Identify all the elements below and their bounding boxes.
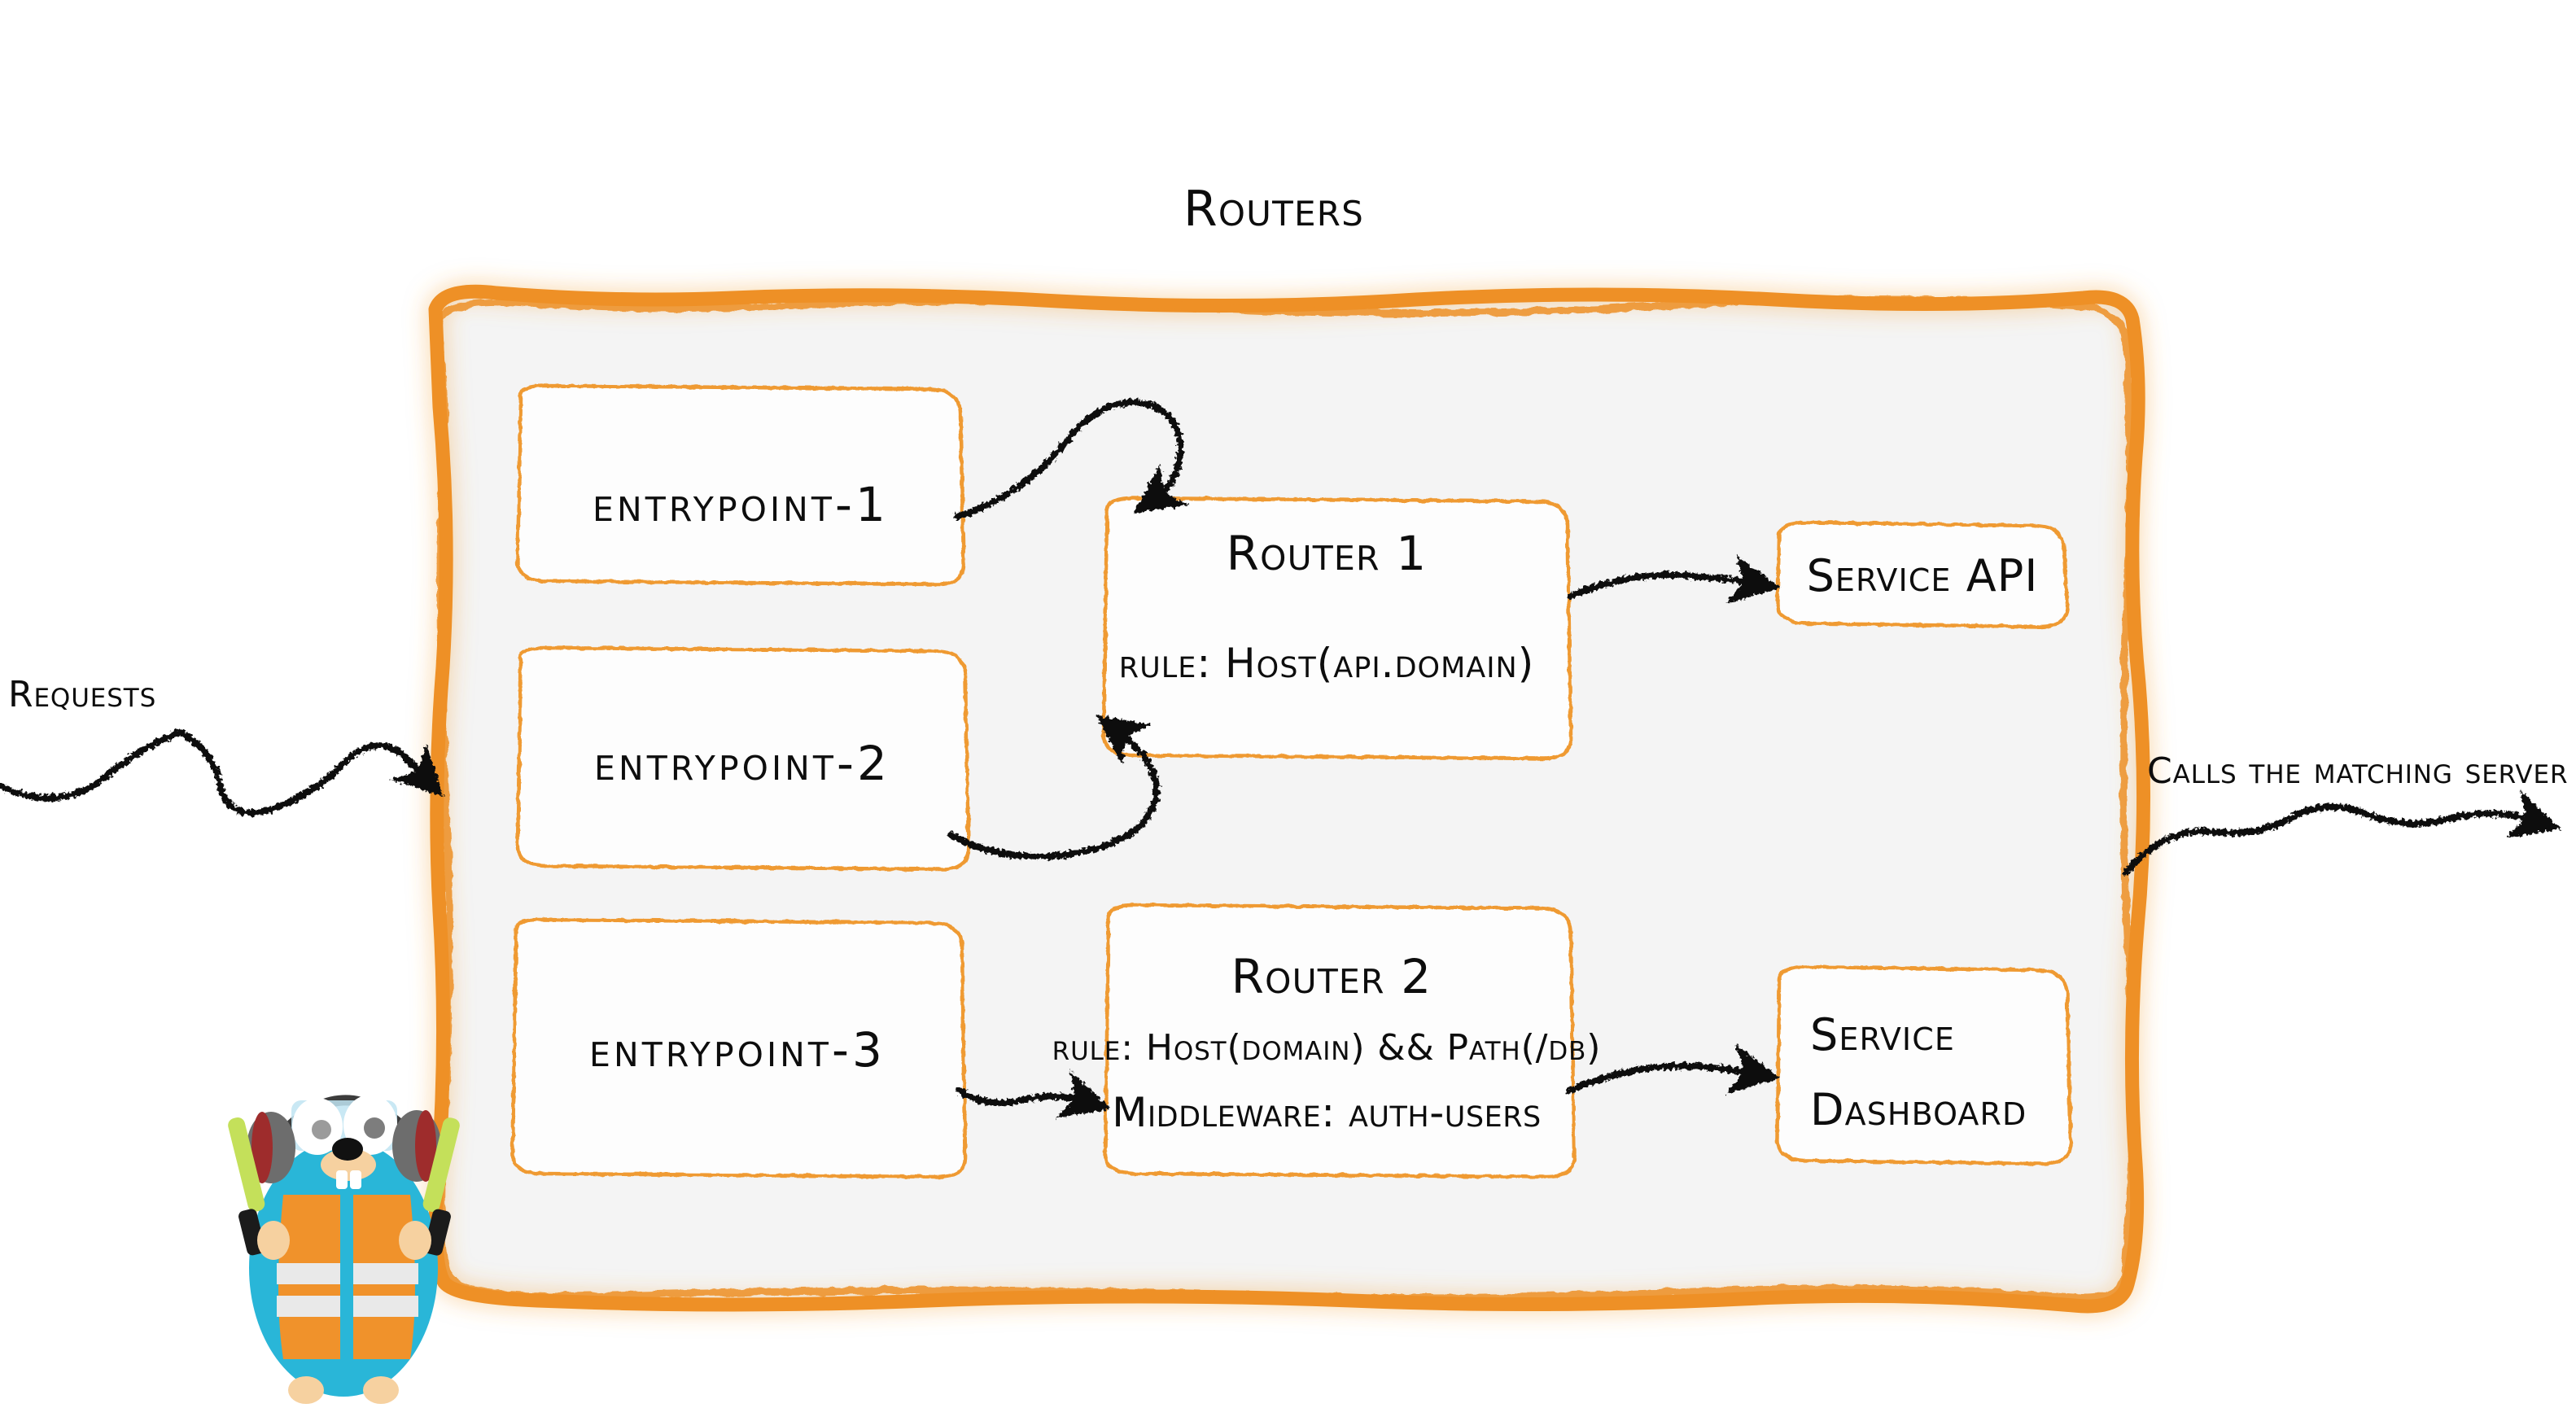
entrypoint-box-3-label: entrypoint-3 [589, 1022, 886, 1078]
service-box-api[interactable]: Service API [1775, 520, 2070, 629]
router1-to-service-api-arrow [1568, 554, 1781, 604]
gopher-foot-left [288, 1376, 324, 1404]
entrypoint-box-2-shape [515, 645, 971, 872]
calls-matching-server-label: Calls the matching server [2147, 750, 2568, 792]
router-box-1-title: Router 1 [1227, 526, 1428, 581]
gopher-snout [321, 1148, 376, 1181]
service-box-api-shape [1775, 520, 2070, 629]
entrypoint-box-3-shape [510, 917, 968, 1179]
gopher-tooth-left [336, 1170, 348, 1189]
gopher-pupil-left [312, 1120, 331, 1139]
traefik-wordmark-suffix: fik [443, 1406, 592, 1408]
router-box-2-shape [1103, 903, 1577, 1179]
router-box-2-rule: rule: Host(domain) && Path(/db) [1052, 1027, 1602, 1069]
router-box-2[interactable]: Router 2 rule: Host(domain) && Path(/db)… [1052, 903, 1602, 1179]
router-box-1[interactable]: Router 1 rule: Host(api.domain) [1101, 496, 1573, 761]
traefik-wordmark-prefix: tr [233, 1406, 334, 1408]
gopher-nose-icon [332, 1138, 363, 1161]
entrypoint-box-2-label: entrypoint-2 [594, 736, 890, 791]
service-box-dashboard-label-2: Dashboard [1810, 1084, 2027, 1135]
gopher-pupil-right [364, 1117, 385, 1139]
entrypoint2-to-router1-arrow [947, 715, 1160, 860]
routers-container-border-sketch [435, 295, 2136, 1302]
traefik-wordmark: træfik [233, 1406, 592, 1408]
entrypoint-box-2[interactable]: entrypoint-2 [515, 645, 971, 872]
router-box-1-rule: rule: Host(api.domain) [1119, 640, 1534, 687]
router-box-2-title: Router 2 [1231, 949, 1432, 1004]
entrypoint-box-3[interactable]: entrypoint-3 [510, 917, 968, 1179]
entrypoint1-to-router1-arrow [953, 399, 1189, 520]
requests-inbound-arrow [0, 728, 444, 816]
gopher-vest-gap [340, 1195, 353, 1359]
gopher-tooth-right [350, 1170, 361, 1189]
service-box-dashboard[interactable]: Service Dashboard [1775, 964, 2073, 1166]
gopher-hand-left [257, 1221, 290, 1260]
router2-to-service-dashboard-arrow [1566, 1044, 1781, 1094]
entrypoint-box-1-shape [515, 383, 966, 587]
gopher-foot-right [363, 1376, 399, 1404]
routers-container-border [428, 284, 2151, 1314]
entrypoint3-to-router2-arrow [956, 1070, 1111, 1119]
service-box-dashboard-label-1: Service [1810, 1009, 1955, 1060]
service-box-dashboard-shape [1775, 964, 2073, 1166]
router-box-2-middleware: Middleware: auth-users [1112, 1089, 1542, 1136]
traefik-gopher-logo: træfik [228, 1095, 592, 1408]
gopher-hand-right [399, 1221, 431, 1260]
entrypoint-box-1[interactable]: entrypoint-1 [515, 383, 966, 587]
entrypoint-box-1-label: entrypoint-1 [593, 477, 889, 532]
requests-label: Requests [8, 674, 156, 715]
page-title: Routers [1183, 181, 1364, 238]
gopher-earcup-right-rim [415, 1110, 436, 1182]
outbound-server-arrow [2123, 789, 2561, 876]
gopher-earcup-left-rim [251, 1112, 273, 1183]
traefik-wordmark-ligature: æ [334, 1406, 443, 1408]
service-box-api-label: Service API [1807, 550, 2039, 601]
